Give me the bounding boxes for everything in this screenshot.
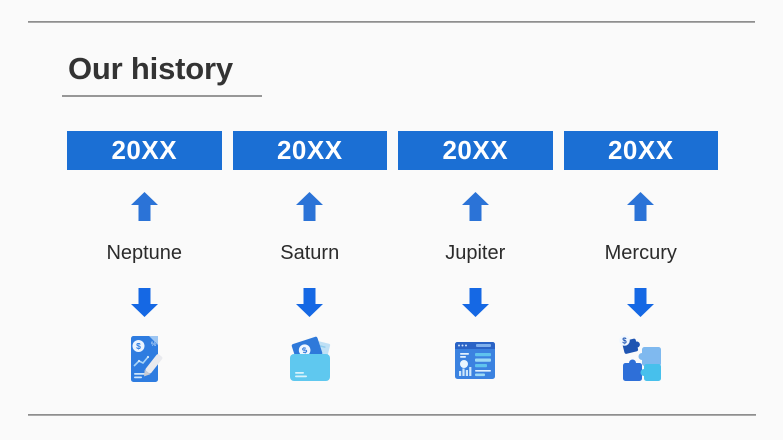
timeline: 20XX Neptune $ % — [67, 131, 718, 387]
arrow-down-icon — [461, 288, 489, 317]
puzzle-money-icon: $ — [614, 333, 668, 387]
timeline-column-neptune: 20XX Neptune $ % — [67, 131, 222, 387]
financial-report-icon: $ % — [117, 333, 171, 387]
arrow-up-icon — [130, 192, 158, 221]
title-underline — [62, 95, 262, 97]
svg-text:%: % — [151, 342, 157, 348]
year-label: 20XX — [111, 135, 178, 165]
year-banner: 20XX — [563, 131, 718, 170]
year-banner: 20XX — [232, 131, 387, 170]
year-label: 20XX — [276, 135, 343, 165]
wallet-money-icon: $ — [283, 333, 337, 387]
year-label: 20XX — [607, 135, 674, 165]
svg-text:$: $ — [301, 345, 309, 356]
bottom-rule — [28, 414, 756, 416]
timeline-column-saturn: 20XX Saturn $ — [232, 131, 387, 387]
planet-label: Mercury — [604, 242, 677, 264]
arrow-up-icon — [627, 192, 655, 221]
year-banner: 20XX — [67, 131, 222, 170]
arrow-up-icon — [296, 192, 324, 221]
svg-text:$: $ — [622, 336, 627, 345]
page-title: Our history — [68, 51, 233, 86]
arrow-down-icon — [130, 288, 158, 317]
planet-label: Neptune — [106, 242, 183, 264]
top-rule — [28, 21, 755, 23]
dashboard-report-icon — [448, 333, 502, 387]
arrow-up-icon — [461, 192, 489, 221]
svg-text:$: $ — [136, 341, 141, 351]
arrow-down-icon — [627, 288, 655, 317]
planet-label: Jupiter — [445, 242, 506, 264]
year-banner: 20XX — [398, 131, 553, 170]
timeline-column-jupiter: 20XX Jupiter — [398, 131, 553, 387]
timeline-column-mercury: 20XX Mercury $ — [563, 131, 718, 387]
year-label: 20XX — [442, 135, 509, 165]
arrow-down-icon — [296, 288, 324, 317]
planet-label: Saturn — [280, 242, 340, 264]
